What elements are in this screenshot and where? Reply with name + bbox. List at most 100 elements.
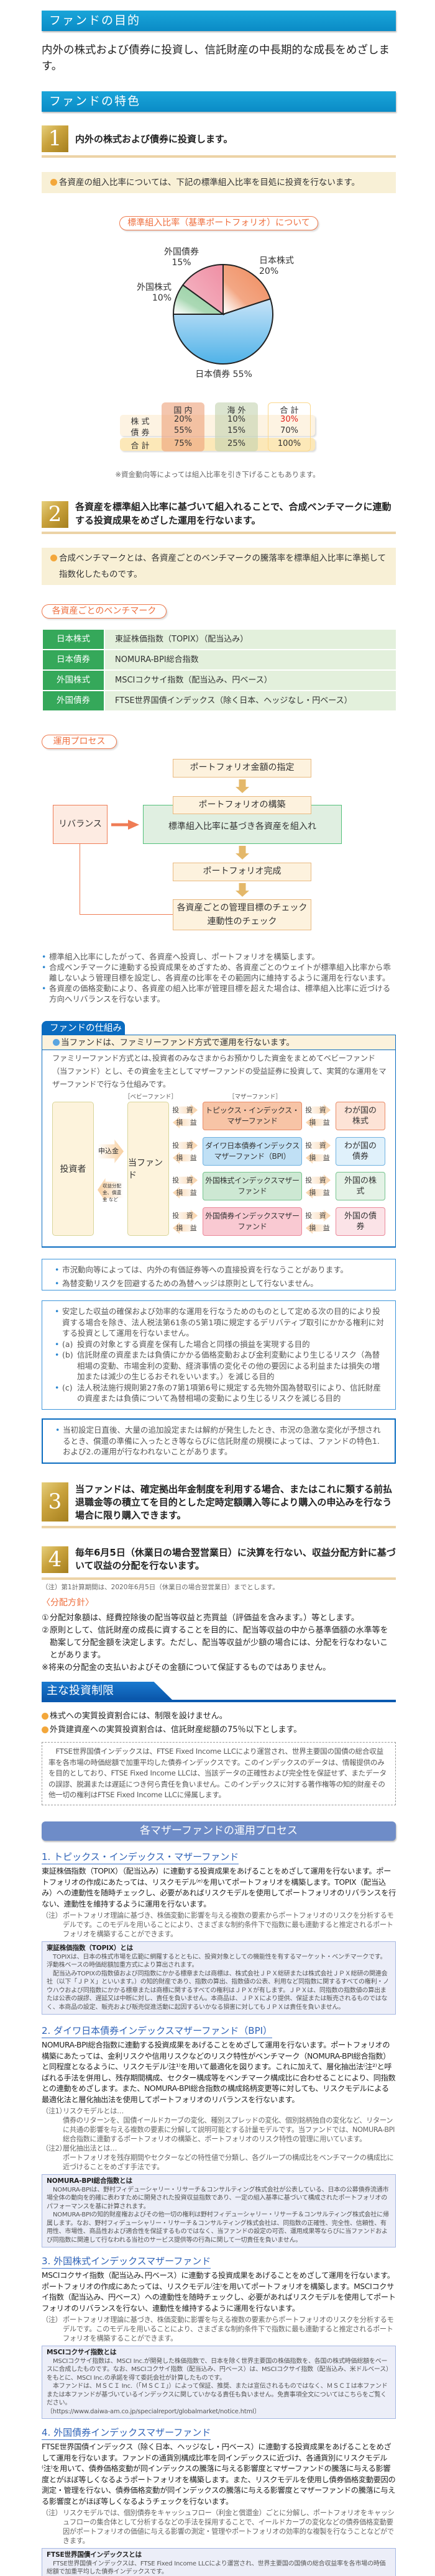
table-header: 合 計 <box>280 406 299 415</box>
mother-fund-box: 外国株式インデックスマザーファンド <box>203 1172 302 1200</box>
cell: 20% <box>174 415 192 424</box>
restrictions-list: 株式への実質投資割合には、制限を設けません。 外貨建資産への実質投資割合は、信託… <box>42 1710 301 1736</box>
profit-loss-arrow: 損 益 <box>309 1154 332 1162</box>
mother-fund-1-title-wrap: 1. トピックス・インデックス・マザーファンド <box>42 1851 396 1864</box>
sub-item: (c)法人税法施行規則第27条の7第1項第6号に規定する先物外国為替取引により、… <box>55 1382 387 1404</box>
list-item: 標準組入比率にしたがって、各資産へ投資し、ポートフォリオを構築します。 <box>42 951 396 962</box>
settlement-note: （注）第1計算期間は、2020年6月5日（休業日の場合翌営業日）までとします。 <box>42 1584 279 1591</box>
pill-standard-ratio: 標準組入比率（基準ポートフォリオ）について <box>119 216 318 230</box>
pie-slice-日本株式 <box>222 263 272 315</box>
process-bullets: 標準組入比率にしたがって、各資産へ投資し、ポートフォリオを構築します。 合成ベン… <box>42 951 396 1004</box>
feature-title-3: 当ファンドは、確定拠出年金制度を利用する場合、またはこれに類する前払退職金等の積… <box>75 1484 393 1521</box>
profit-loss-arrow: 損 益 <box>176 1154 199 1162</box>
note-item: （注1）リスクモデルとは…債券のリターンを、国債イールドカーブの変化、種別スプレ… <box>42 2107 396 2144</box>
flow-rebalance: リバランス <box>53 805 108 844</box>
mother-fund-3-title-wrap: 3. 外国株式インデックスマザーファンド <box>42 2255 396 2269</box>
list-item: 各資産の価格変動により、各資産の組入比率が管理目標を超えた場合は、標準組入比率に… <box>42 983 396 1004</box>
subscription-label: 申込金 <box>98 1147 119 1155</box>
info-paragraph: NOMURA-BPIの知的財産権およびその他一切の権利は野村フィデューシャリー・… <box>47 2211 389 2244</box>
mother-fund-1-text: 東証株価指数（TOPIX）（配当込み）に連動する投資成果をあげることをめざして運… <box>42 1867 396 1908</box>
flow-step-complete: ポートフォリオ完成 <box>173 863 311 881</box>
pie-label-name: 日本債券 <box>195 370 231 379</box>
mother-fund-box: トピックス・インデックス・マザーファンド <box>203 1102 302 1130</box>
column-total <box>268 402 311 451</box>
mother-fund-3-text: MSCIコクサイ指数（配当込み､円ベース）に連動する投資成果をあげることをめざし… <box>42 2271 396 2313</box>
info-box-title: MSCIコクサイ指数とは <box>47 2349 117 2356</box>
note-box-2: 安定した収益の確保および効率的な運用を行なうためのものとして定める次の目的により… <box>42 1300 396 1410</box>
column-domestic <box>162 402 204 451</box>
policy-disclaimer: ※将来の分配金の支払いおよびその金額について保証するものではありません。 <box>42 1663 331 1672</box>
pie-label-japan-bonds: 日本債券 55% <box>186 368 261 380</box>
sub-item-text: 投資の対象とする資産を保有した場合と同様の損益を実現する目的 <box>77 1339 310 1349</box>
pie-label-value: 15% <box>172 258 191 268</box>
benchmark-index: MSCIコクサイ指数（配当込み、円ベース） <box>105 671 396 690</box>
baby-fund-label: ［ベビーファンド］ <box>124 1094 177 1100</box>
note-label: （注） <box>42 2509 62 2517</box>
pie-label-name: 日本株式 <box>259 256 294 266</box>
info-paragraph: NOMURA-BPIは、野村フィデューシャリー・リサーチ＆コンサルティング株式会… <box>47 2186 389 2210</box>
item-text: 原則として、信託財産の成長に資することを目的に、配当等収益の中から基準価額の水準… <box>50 1626 388 1660</box>
pie-label-value: 55% <box>232 370 252 379</box>
distribution-label: 収益分配金、償還金 など <box>103 1183 121 1202</box>
note-text: ポートフォリオを残存期間やセクターなどの特性値で分類し、各グループの構成比をベン… <box>63 2154 394 2171</box>
profit-loss-arrow-icon <box>173 1117 198 1128</box>
note-label: （注1） <box>42 2107 66 2115</box>
asset-label: 日本債券 <box>43 650 104 669</box>
sub-item: (a) 投資の対象とする資産を保有した場合と同様の損益を実現する目的 <box>55 1339 387 1350</box>
item-label: ② <box>42 1626 49 1635</box>
disclaimer-link[interactable]: 〔https://www.daiwa-am.co.jp/specialrepor… <box>47 2408 260 2415</box>
bullet-dot-icon <box>50 179 57 186</box>
list-item: 当初設定日直後、大量の追加設定または解約が発生したとき、市況の急激な変化が予想さ… <box>55 1425 386 1458</box>
info-box-title: NOMURA-BPI総合指数とは <box>47 2177 132 2185</box>
right-arrow-icon <box>111 820 139 830</box>
feature-number-2: 2 <box>42 501 68 528</box>
table-row: 日本株式東証株価指数（TOPIX）（配当込み） <box>43 630 396 649</box>
note-text: 合成ベンチマークとは、各資産ごとのベンチマークの騰落率を標準組入比率に準拠して指… <box>59 553 386 579</box>
list-item: 合成ベンチマークに連動する投資成果をめざすため、各資産ごとのウェイトが標準組入比… <box>42 962 396 983</box>
feature-title-2: 各資産を標準組入比率に基づいて組入れることで、合成ベンチマークに連動する投資成果… <box>75 501 392 526</box>
sub-item-label: (a) <box>62 1339 73 1349</box>
invest-arrow: 投 資 <box>305 1141 329 1150</box>
investment-target-box: 外国の株式 <box>336 1172 385 1200</box>
feature-1-note: 各資産の組入比率については、下記の標準組入比率を目処に投資を行ないます。 <box>42 172 396 193</box>
mother-fund-4-note: （注）リスクモデルでは、個別債券をキャッシュフロー（利金と償還金）ごとに分解し、… <box>42 2508 396 2546</box>
this-fund-box: 当ファンド <box>127 1102 169 1236</box>
profit-loss-arrow-icon <box>306 1117 331 1128</box>
fund-structure-box <box>42 1035 396 1248</box>
bullet-dot-icon <box>50 555 57 561</box>
invest-arrow-icon <box>306 1104 331 1116</box>
info-box-title: 東証株価指数（TOPIX）とは <box>47 1944 134 1952</box>
sub-item-text: 法人税法施行規則第27条の7第1項第6号に規定する先物外国為替取引により、信託財… <box>77 1382 382 1404</box>
flow-step-check: 各資産ごとの管理目標のチェック連動性のチェック <box>173 899 311 930</box>
sub-item: (b)信託財産の資産または負債にかかる価格変動および金利変動により生じるリスク（… <box>55 1349 387 1382</box>
mother-fund-1-note: （注）ポートフォリオ理論に基づき、株価変動に影響を与える複数の要素からポートフォ… <box>42 1911 396 1939</box>
profit-loss-arrow: 損 益 <box>309 1118 332 1127</box>
note-title: リスクモデルとは… <box>63 2107 124 2115</box>
feature-divider <box>42 1577 396 1580</box>
mother-fund-2-title: 2. ダイワ日本債券インデックスマザーファンド（BPI） <box>42 2025 273 2038</box>
note-title: 層化抽出法とは… <box>63 2144 117 2152</box>
info-paragraph: MSCIコクサイ指数は、MSCI Inc.が開発した株価指数で、日本を除く世界主… <box>47 2357 389 2382</box>
benchmark-index: 東証株価指数（TOPIX）（配当込み） <box>105 630 396 649</box>
note-text: ポートフォリオ理論に基づき、株価変動に影響を与える複数の要素からポートフォリオの… <box>63 2316 394 2342</box>
feature-title-1: 内外の株式および債券に投資します。 <box>75 134 233 145</box>
info-box-title: FTSE世界国債インデックスとは <box>47 2551 142 2559</box>
mother-fund-3-title: 3. 外国株式インデックスマザーファンド <box>42 2255 211 2269</box>
pill-process: 運用プロセス <box>42 735 117 749</box>
structure-description: ファミリーファンド方式とは､投資者のみなさまからお預かりした資金をまとめてベビー… <box>52 1054 387 1089</box>
cell: 100% <box>277 439 301 448</box>
down-arrow-icon <box>236 779 249 793</box>
cell: 55% <box>174 426 192 435</box>
list-item: 為替変動リスクを回避するための為替ヘッジは原則として行ないません。 <box>55 1278 387 1289</box>
pie-slice-外国債券 <box>181 263 224 315</box>
asset-label: 日本株式 <box>43 630 104 649</box>
flow-step-build: ポートフォリオの構築 <box>173 796 311 814</box>
cell: 70% <box>280 426 298 435</box>
